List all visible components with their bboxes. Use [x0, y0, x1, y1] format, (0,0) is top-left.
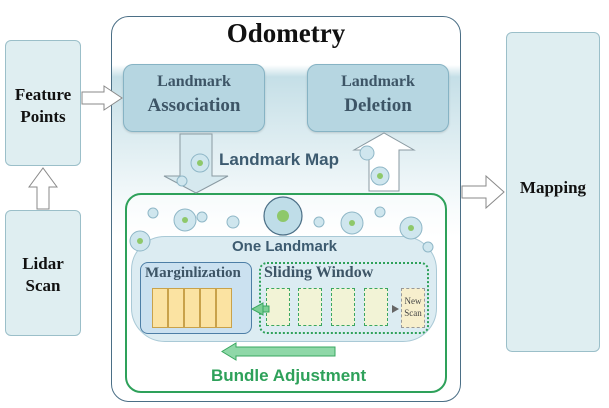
landmark-blob: [313, 216, 325, 228]
odometry-title: Odometry: [226, 18, 346, 48]
landmark-association-box: Landmark Association: [123, 64, 265, 132]
window-frame: [331, 288, 355, 326]
marginalized-frame: [152, 288, 168, 328]
landmark-blob: [374, 206, 386, 218]
landmark-blob: [226, 215, 240, 229]
window-frame: [298, 288, 322, 326]
landmark-deletion-line1: Landmark: [341, 73, 415, 90]
new-scan-box: New Scan: [401, 288, 425, 328]
mapping-box: Mapping: [506, 32, 600, 352]
arrow-window-to-marginalization-tail: [262, 305, 270, 313]
new-scan-line2: Scan: [404, 308, 422, 318]
landmark-map-label: Landmark Map: [219, 150, 339, 169]
landmark-association-line1: Landmark: [157, 73, 231, 90]
arrow-ba-direction: [221, 342, 336, 361]
sliding-window-label: Sliding Window: [264, 264, 374, 281]
bundle-adjustment-label: Bundle Adjustment: [211, 366, 367, 385]
landmark-blobs: [129, 145, 434, 253]
lidar-scan-line1: Lidar: [22, 254, 64, 273]
landmark-blob: [176, 175, 188, 187]
new-scan-line1: New: [404, 296, 422, 306]
marginalized-frame: [184, 288, 200, 328]
marginalized-frame: [216, 288, 232, 328]
feature-points-line1: Feature: [14, 85, 72, 104]
landmark-blob: [359, 145, 375, 161]
feature-points-box: Feature Points: [5, 40, 81, 166]
arrow-features-to-association: [81, 85, 123, 111]
landmark-blob: [196, 211, 208, 223]
window-frame: [364, 288, 388, 326]
arrow-new-scan: [392, 305, 399, 313]
landmark-blob-core: [197, 160, 203, 166]
landmark-deletion-box: Landmark Deletion: [307, 64, 449, 132]
landmark-blob: [422, 241, 434, 253]
landmark-blob-core: [377, 173, 383, 179]
mapping-label: Mapping: [519, 178, 587, 197]
lidar-scan-line2: Scan: [25, 276, 61, 295]
landmark-blob-core: [182, 217, 188, 223]
marginalization-label: Marginlization: [145, 265, 241, 281]
landmark-blob-core: [137, 238, 143, 244]
landmark-blob-core: [349, 220, 355, 226]
arrow-scan-to-features: [28, 167, 58, 210]
landmark-blob: [147, 207, 159, 219]
landmark-deletion-line2: Deletion: [344, 95, 412, 116]
arrow-window-to-marginalization: [250, 302, 264, 316]
landmark-blob-core: [408, 225, 414, 231]
lidar-scan-box: Lidar Scan: [5, 210, 81, 336]
marginalized-frame: [200, 288, 216, 328]
marginalized-frame: [168, 288, 184, 328]
feature-points-line2: Points: [20, 107, 66, 126]
arrow-odometry-to-mapping: [461, 174, 505, 210]
landmark-association-line2: Association: [147, 95, 241, 116]
one-landmark-label: One Landmark: [232, 238, 338, 255]
landmark-blob-core: [277, 210, 289, 222]
sliding-window-box: [259, 262, 429, 334]
